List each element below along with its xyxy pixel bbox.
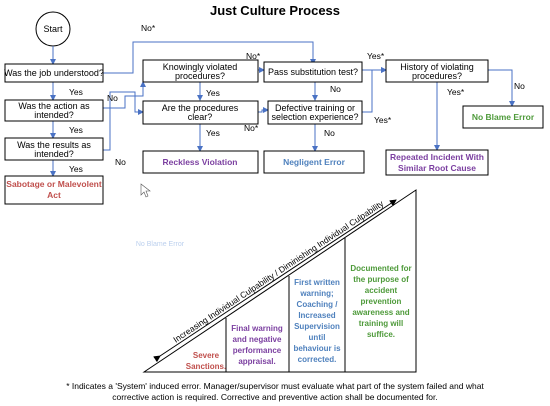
action-intended-line1: Was the action as: [18, 101, 90, 111]
label-history-yes: Yes*: [447, 87, 465, 97]
repeated-line2: Similar Root Cause: [398, 163, 476, 173]
final-line2: and negative: [233, 335, 282, 344]
label-clear-yes: Yes: [206, 128, 220, 138]
severe-line2: Sanctions.: [186, 362, 226, 371]
procedures-clear-line1: Are the procedures: [162, 103, 239, 113]
documented-line3: accident: [365, 286, 398, 295]
no-blame-text: No Blame Error: [472, 112, 535, 122]
diagram-title: Just Culture Process: [210, 3, 340, 18]
connectors: [50, 41, 515, 177]
label-sub-yes: Yes*: [367, 51, 385, 61]
box-procedures-clear: [142, 100, 259, 125]
label-results-no: No: [115, 157, 126, 167]
label-action-yes: Yes: [69, 125, 83, 135]
label-job-no: No*: [141, 23, 156, 33]
first-line4: Increased: [298, 311, 335, 320]
documented-line4: prevention: [361, 297, 402, 306]
footnote-line1: * Indicates a 'System' induced error. Ma…: [66, 381, 484, 391]
culpability-arrow: [153, 199, 397, 363]
first-line8: corrected.: [298, 355, 337, 364]
label-clear-no: No*: [244, 123, 259, 133]
history-violating-line1: History of violating: [400, 62, 474, 72]
box-results-intended: [4, 137, 104, 161]
col-severe: Severe Sanctions.: [186, 351, 226, 371]
footnote-line2: corrective action is required. Correctiv…: [112, 392, 438, 402]
label-sub-no: No: [330, 84, 341, 94]
box-knowingly-violated: [142, 59, 259, 83]
label-training-yes: Yes*: [374, 115, 392, 125]
severe-line1: Severe: [193, 351, 220, 360]
first-line1: First written: [294, 278, 340, 287]
substitution-test-text: Pass substitution test?: [268, 67, 358, 77]
documented-line5: awareness and: [352, 308, 409, 317]
label-knowing-yes: Yes: [206, 88, 220, 98]
edge-results-no: [103, 91, 144, 151]
defective-training-line2: selection experience?: [271, 112, 358, 122]
job-understood-text: Was the job understood?: [4, 68, 104, 78]
first-line5: Supervision: [294, 322, 340, 331]
documented-line6: training will: [359, 319, 403, 328]
label-action-no: No: [107, 93, 118, 103]
box-defective-training: [267, 100, 363, 125]
label-knowing-no: No*: [246, 51, 261, 61]
mouse-cursor-icon: [140, 183, 151, 198]
final-line3: performance: [233, 346, 282, 355]
documented-line7: suffice.: [367, 330, 395, 339]
label-training-no: No: [324, 128, 335, 138]
history-violating-line2: procedures?: [412, 71, 462, 81]
edge-action-no: [103, 81, 146, 109]
repeated-line1: Repeated Incident With: [390, 152, 484, 162]
first-line3: Coaching /: [297, 300, 339, 309]
box-negligent: [263, 150, 365, 174]
first-line7: behaviour is: [293, 344, 341, 353]
sabotage-line2: Act: [47, 190, 61, 200]
box-history-violating: [385, 59, 489, 83]
col-documented: Documented for the purpose of accident p…: [350, 264, 411, 339]
documented-line1: Documented for: [350, 264, 411, 273]
knowingly-violated-line2: procedures?: [175, 71, 225, 81]
final-line1: Final warning: [231, 324, 283, 333]
box-job-understood: [4, 63, 104, 83]
label-results-yes: Yes: [69, 164, 83, 174]
col-first-warning: First written warning; Coaching / Increa…: [293, 278, 341, 364]
box-sabotage: [4, 175, 104, 205]
box-substitution-test: [263, 61, 363, 83]
edge-clear-training: [258, 107, 269, 113]
start-label: Start: [43, 24, 63, 34]
box-repeated: [385, 149, 489, 176]
action-intended-line2: intended?: [34, 110, 74, 120]
negligent-text: Negligent Error: [283, 157, 346, 167]
ghost-text: No Blame Error: [136, 241, 185, 248]
results-intended-line1: Was the results as: [17, 140, 91, 150]
label-job-yes: Yes: [69, 87, 83, 97]
final-line4: appraisal.: [238, 357, 275, 366]
label-history-no: No: [514, 81, 525, 91]
defective-training-line1: Defective training or: [275, 103, 355, 113]
documented-line2: the purpose of: [353, 275, 409, 284]
reckless-text: Reckless Violation: [163, 157, 238, 167]
edge-history-noblame: [488, 69, 515, 107]
edge-training-history: [362, 67, 387, 113]
box-no-blame: [462, 105, 544, 129]
procedures-clear-line2: clear?: [188, 112, 213, 122]
box-reckless: [142, 150, 259, 174]
sabotage-line1: Sabotage or Malevolent: [6, 179, 102, 189]
edge-job-no: [103, 41, 316, 74]
first-line6: until: [309, 333, 326, 342]
col-final-warning: Final warning and negative performance a…: [231, 324, 283, 366]
knowingly-violated-line1: Knowingly violated: [163, 62, 238, 72]
box-action-intended: [4, 99, 104, 122]
results-intended-line2: intended?: [34, 149, 74, 159]
first-line2: warning;: [299, 289, 333, 298]
